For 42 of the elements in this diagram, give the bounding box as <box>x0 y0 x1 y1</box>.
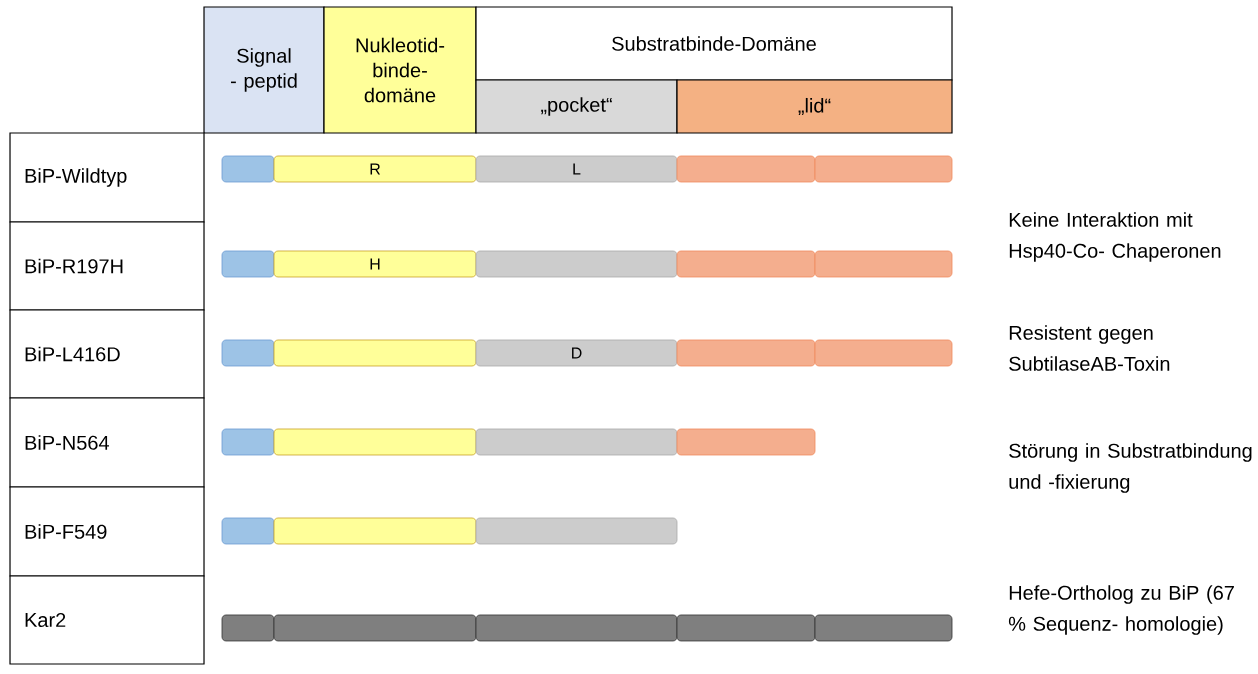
domain-bar-segment: L <box>475 155 678 183</box>
domain-bar-segment <box>221 517 275 545</box>
domain-bar-segment <box>273 428 477 456</box>
domain-bar-segment <box>676 614 816 642</box>
domain-bar-segment <box>221 614 275 642</box>
domain-bar-segment: D <box>475 339 678 367</box>
note-text: Hefe-Ortholog zu BiP (67 % Sequenz- homologie) <box>1008 585 1234 635</box>
domain-bar-segment <box>475 428 678 456</box>
header-cell: Substratbinde-Domäne <box>475 6 953 81</box>
domain-bar-segment <box>221 250 275 278</box>
note-text: Keine Interaktion mit Hsp40-Co- Chaperonen <box>1009 212 1221 262</box>
domain-bar-segment <box>814 339 953 367</box>
row-label-cell: BiP-N564 <box>9 397 205 488</box>
domain-bar-segment <box>676 155 816 183</box>
domain-bar-segment <box>676 339 816 367</box>
header-cell: Nukleotid- binde- domäne <box>323 6 477 134</box>
domain-bar-segment <box>221 339 275 367</box>
domain-bar-segment <box>273 339 477 367</box>
domain-bar-segment <box>475 614 678 642</box>
row-label-cell: Kar2 <box>9 575 205 665</box>
domain-bar-segment <box>676 428 816 456</box>
domain-bar-segment: H <box>273 250 477 278</box>
domain-bar-segment: R <box>273 155 477 183</box>
note-text: Resistent gegen SubtilaseAB-Toxin <box>1009 325 1170 371</box>
row-label-cell: BiP-F549 <box>9 486 205 577</box>
domain-bar-segment <box>814 250 953 278</box>
note-text: Störung in Substratbindung und -fixierung <box>1009 443 1252 493</box>
row-label-cell: BiP-R197H <box>9 221 205 311</box>
domain-bar-segment <box>475 250 678 278</box>
header-cell: Signal - peptid <box>203 6 325 134</box>
header-cell: „pocket“ <box>475 79 678 134</box>
domain-bar-segment <box>676 250 816 278</box>
row-label-cell: BiP-Wildtyp <box>9 132 205 223</box>
domain-bar-segment <box>814 614 953 642</box>
domain-bar-segment <box>273 614 477 642</box>
domain-bar-segment <box>814 155 953 183</box>
header-cell: „lid“ <box>676 79 953 134</box>
domain-bar-segment <box>475 517 678 545</box>
row-label-cell: BiP-L416D <box>9 309 205 399</box>
domain-bar-segment <box>273 517 477 545</box>
domain-bar-segment <box>221 428 275 456</box>
domain-bar-segment <box>221 155 275 183</box>
